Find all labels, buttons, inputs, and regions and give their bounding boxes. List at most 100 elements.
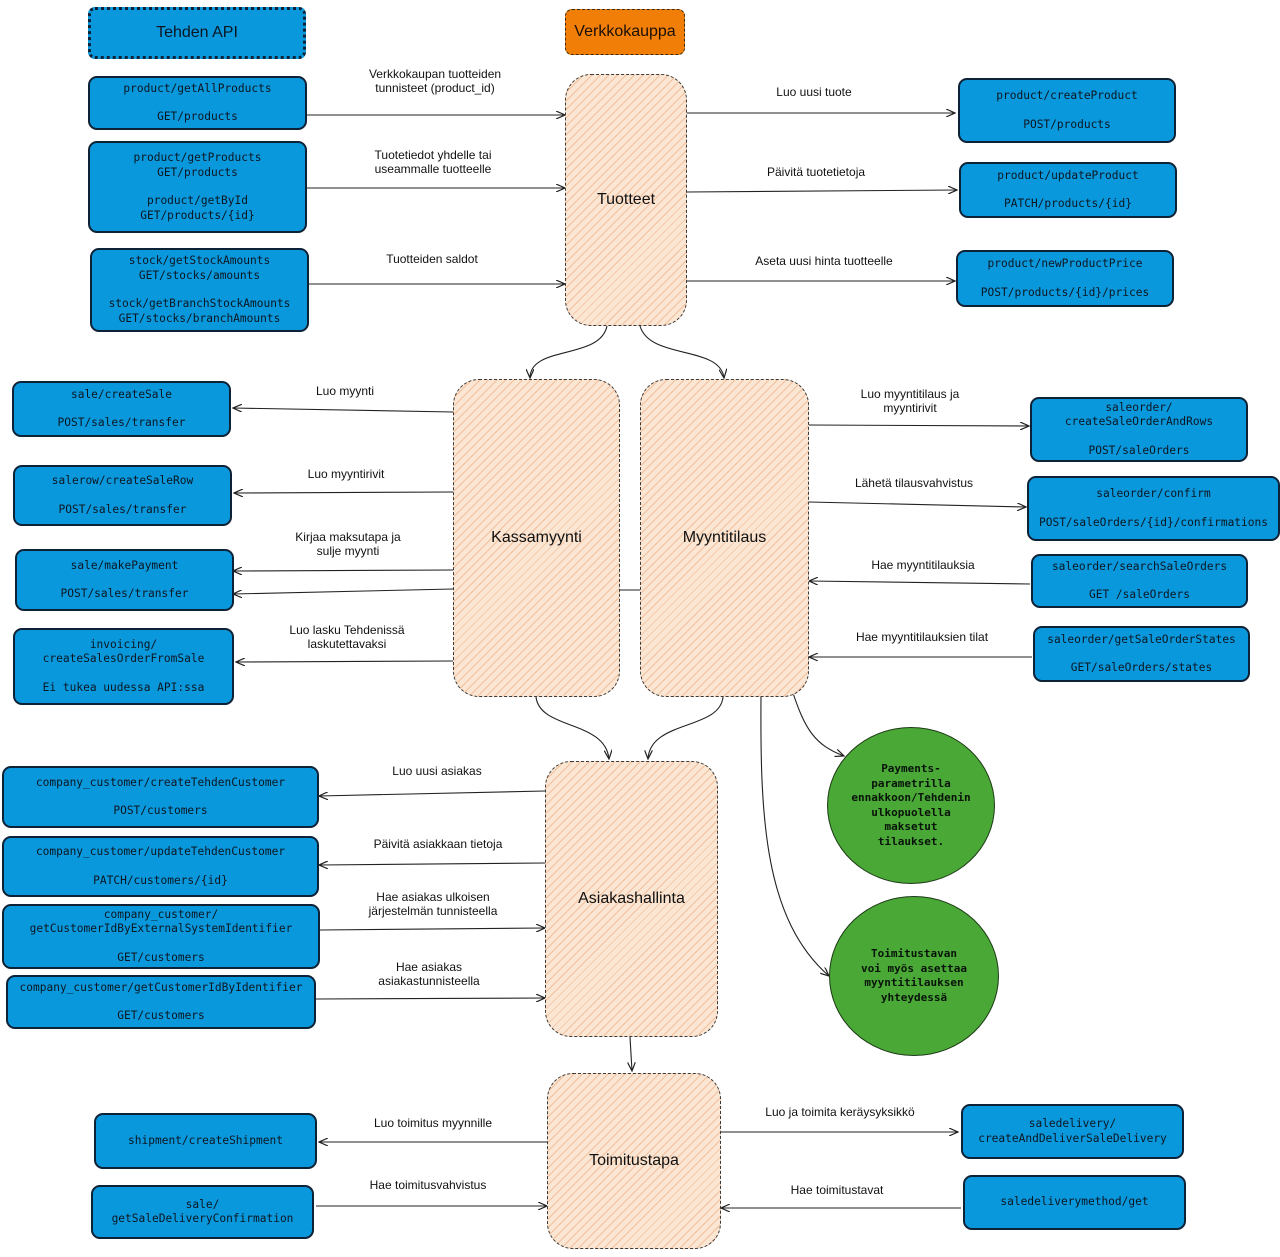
edge-label-hae-tilat-line: Hae myyntitilauksien tilat: [855, 630, 989, 644]
edge-label-luo-tilaus-line: Luo myyntitilaus ja: [860, 387, 960, 401]
hub-toimitustapa: Toimitustapa: [547, 1073, 721, 1249]
api-create-sale-row-line: salerow/createSaleRow: [51, 474, 194, 487]
api-customer-by-external-line: company_customer/: [103, 907, 219, 921]
api-create-sale-delivery: saledelivery/createAndDeliverSaleDeliver…: [961, 1104, 1184, 1159]
edge-label-tunnisteet-line: Verkkokaupan tuotteiden: [368, 67, 502, 81]
api-confirm-sale-order-line: saleorder/confirm: [1096, 487, 1211, 500]
api-sale-order-states-line: saleorder/getSaleOrderStates: [1047, 632, 1236, 646]
api-delivery-method: saledeliverymethod/get: [963, 1175, 1186, 1230]
edge-label-luo-toimitus-line: Luo toimitus myynnille: [373, 1116, 493, 1130]
arrow-kassa-to-makepayment-1: [233, 570, 454, 571]
hub-tuotteet: Tuotteet: [565, 74, 687, 326]
note-toimitustapa-line: myyntitilauksen: [864, 976, 964, 989]
api-create-sale-line: POST/sales/transfer: [57, 416, 186, 429]
api-new-product-price-line: POST/products/{id}/prices: [980, 285, 1150, 299]
arrow-asiakas-to-createcustomer: [319, 790, 546, 796]
edge-label-hae-tilauksia-line: Hae myyntitilauksia: [871, 558, 975, 572]
edge-label-keraysyksikko-line: Luo ja toimita keräysyksikkö: [765, 1105, 915, 1119]
api-update-product-line: PATCH/products/{id}: [1004, 197, 1132, 210]
note-toimitustapa-line: voi myös asettaa: [861, 961, 967, 975]
api-delivery-confirmation-line: sale/: [185, 1197, 220, 1211]
api-make-payment-line: sale/makePayment: [70, 558, 179, 572]
edge-label-toimitusvahvistus: Hae toimitusvahvistus: [370, 1178, 487, 1192]
arrow-myynti-to-confirm: [808, 501, 1026, 507]
edge-label-paivita-tuote: Päivitä tuotetietoja: [767, 165, 865, 179]
api-search-sale-orders-line: saleorder/searchSaleOrders: [1051, 559, 1228, 573]
api-create-sale-line: sale/createSale: [70, 387, 173, 401]
hub-toimitustapa-label: Toimitustapa: [589, 1152, 679, 1169]
api-create-sale-order-line: POST/saleOrders: [1088, 443, 1190, 457]
edge-label-hinta: Aseta uusi hinta tuotteelle: [755, 254, 892, 268]
api-create-sale-delivery-line: createAndDeliverSaleDelivery: [978, 1131, 1167, 1145]
api-create-customer-line: company_customer/createTehdenCustomer: [35, 775, 286, 789]
arrow-myynti-to-toimitus-note: [760, 696, 829, 976]
edge-label-lasku-line: Luo lasku Tehdenissä: [289, 623, 405, 637]
api-create-sale-order-line: createSaleOrderAndRows: [1064, 415, 1214, 429]
edge-label-tunnisteet-line: tunnisteet (product_id): [375, 81, 495, 95]
edge-label-luo-tuote-line: Luo uusi tuote: [776, 85, 852, 99]
api-customer-by-identifier-line: GET/customers: [117, 1009, 205, 1022]
edge-label-tuotetiedot-line: useammalle tuotteelle: [374, 162, 492, 176]
api-get-products-line: GET/products: [157, 165, 238, 179]
edge-label-vahvistus: Lähetä tilausvahvistus: [855, 476, 973, 490]
api-get-all-products-line: product/getAllProducts: [123, 81, 272, 95]
api-create-product-line: POST/products: [1023, 117, 1111, 131]
api-make-payment-line: POST/sales/transfer: [60, 587, 189, 600]
arrow-myynti-to-asiakas: [648, 696, 724, 759]
api-customer-by-external-line: getCustomerIdByExternalSystemIdentifier: [29, 922, 293, 936]
edge-label-keraysyksikko: Luo ja toimita keräysyksikkö: [765, 1105, 914, 1119]
edge-label-hinta-line: Aseta uusi hinta tuotteelle: [755, 254, 893, 268]
arrow-identifier-to-asiakas: [315, 998, 545, 999]
api-create-product-line: product/createProduct: [996, 89, 1138, 102]
edge-label-maksutapa-line: Kirjaa maksutapa ja: [295, 530, 401, 544]
api-create-shipment-line: shipment/createShipment: [128, 1133, 283, 1147]
note-payments-line: ulkopuolella: [871, 805, 951, 819]
edge-label-hae-ulkoinen-line: järjestelmän tunnisteella: [368, 904, 498, 918]
api-confirm-sale-order-line: POST/saleOrders/{id}/confirmations: [1038, 515, 1268, 529]
hub-tuotteet-label: Tuotteet: [596, 191, 656, 208]
edge-label-vahvistus-line: Lähetä tilausvahvistus: [854, 476, 974, 490]
arrow-asiakas-to-updatecustomer: [319, 863, 546, 865]
api-stock-amounts-line: GET/stocks/amounts: [138, 268, 261, 282]
hub-myyntitilaus-label: Myyntitilaus: [682, 529, 767, 546]
api-customer-by-external-line: GET/customers: [117, 950, 205, 964]
edge-label-uusi-asiakas: Luo uusi asiakas: [392, 764, 481, 778]
api-get-products-line: GET/products/{id}: [140, 208, 255, 222]
edge-label-luo-tuote: Luo uusi tuote: [776, 85, 851, 99]
arrow-externalid-to-asiakas: [319, 928, 545, 930]
api-customer-by-identifier-line: company_customer/getCustomerIdByIdentifi…: [19, 980, 303, 994]
arrow-asiakas-to-toimitustapa: [630, 1036, 632, 1071]
api-delivery-confirmation-line: getSaleDeliveryConfirmation: [111, 1212, 294, 1225]
arrow-kassa-to-createsale: [233, 408, 454, 413]
api-delivery-method-line: saledeliverymethod/get: [1000, 1195, 1149, 1209]
edge-label-paivita-asiakas-line: Päivitä asiakkaan tietoja: [373, 837, 503, 851]
edge-label-hae-tunniste-line: asiakastunnisteella: [378, 974, 480, 988]
edge-label-lasku-line: laskutettavaksi: [307, 637, 387, 651]
edge-label-toimitusvahvistus-line: Hae toimitusvahvistus: [369, 1178, 487, 1192]
arrow-myynti-to-createsaleorder: [808, 425, 1029, 426]
hub-asiakashallinta-label: Asiakashallinta: [578, 890, 685, 907]
edge-label-toimitustavat: Hae toimitustavat: [791, 1183, 884, 1197]
api-invoicing-line: invoicing/: [89, 637, 158, 651]
legend-verkkokauppa: Verkkokauppa: [565, 9, 685, 55]
edge-label-saldot: Tuotteiden saldot: [386, 252, 478, 266]
api-get-all-products-line: GET/products: [157, 110, 238, 123]
arrow-kassa-to-makepayment-2: [233, 588, 454, 594]
hub-kassamyynti-label: Kassamyynti: [491, 529, 582, 546]
api-delivery-confirmation: sale/getSaleDeliveryConfirmation: [91, 1185, 314, 1239]
arrow-searchsaleorders-to-myynti: [809, 581, 1031, 584]
arrow-tuotteet-to-kassamyynti: [530, 325, 608, 378]
